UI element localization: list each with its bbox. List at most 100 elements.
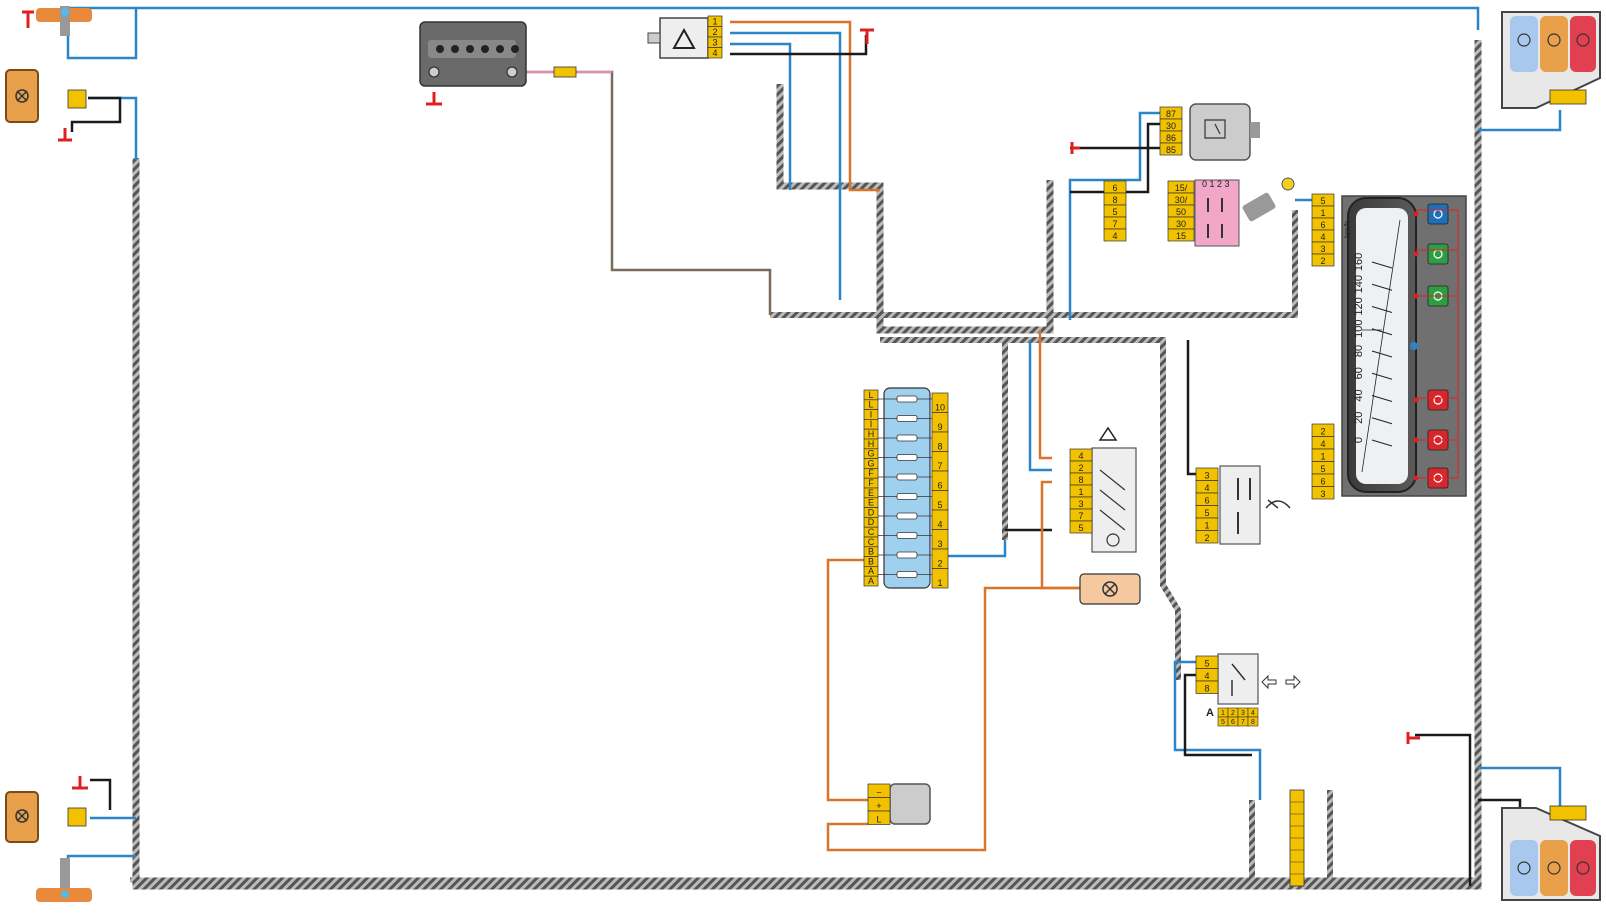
speed-tick-mark (1371, 283, 1393, 291)
bulb-icon (1517, 33, 1531, 47)
pin-label: 2 (1320, 256, 1325, 266)
turn-signal-switch (1217, 653, 1301, 705)
speed-tick-label: 60 (1353, 367, 1365, 379)
cluster-indicators (1413, 203, 1449, 489)
pin-label: 2 (1320, 427, 1325, 437)
turn-arrows-icon (1261, 674, 1301, 690)
pin-label: 9 (937, 422, 942, 432)
pin-label: L (868, 400, 873, 410)
left-side-repeater (5, 69, 87, 123)
indicator-contact (1413, 251, 1419, 257)
pin-label: 5 (1221, 719, 1225, 726)
pin-label: 85 (1166, 145, 1176, 155)
pin-label: 6 (1231, 719, 1235, 726)
pin-label: 3 (1241, 710, 1245, 717)
pin-label: 3 (1320, 489, 1325, 499)
pin-label: E (868, 498, 874, 508)
pin-label: 4 (1112, 231, 1117, 241)
battery (419, 21, 577, 87)
ground-symbol (22, 10, 34, 28)
pin-label: 6 (1320, 220, 1325, 230)
pin-label: L (868, 390, 873, 400)
ground-symbol (426, 92, 442, 106)
pin-label: D (868, 507, 875, 517)
ground-symbol (860, 28, 874, 44)
fuse (896, 551, 918, 559)
connector-pin (1167, 228, 1195, 242)
parking-lights-icon (1427, 243, 1449, 265)
connector-pin (867, 810, 891, 825)
fuse (896, 473, 918, 481)
indicator-glyph (1433, 395, 1443, 405)
harness-bundles (130, 40, 1482, 890)
speed-tick-label: 160 (1353, 253, 1365, 271)
pin-label: A (868, 566, 874, 576)
speed-tick-label: 140 (1353, 275, 1365, 293)
hazard-warning-icon (1098, 426, 1118, 441)
bulb-icon (1547, 33, 1561, 47)
speed-tick-mark (1371, 395, 1393, 402)
ground-symbol (1406, 732, 1420, 744)
pin-label: 6 (1320, 477, 1325, 487)
pin-label: 3 (1078, 499, 1083, 509)
flasher-unit (889, 783, 931, 825)
bulb-icon (15, 809, 29, 823)
pin-label: 15 (1176, 231, 1186, 241)
indicator-contact (1413, 397, 1419, 403)
pin-label: 7 (1078, 511, 1083, 521)
pin-label: H (868, 439, 875, 449)
speed-tick-mark (1371, 417, 1393, 425)
pin-label: 4 (1251, 710, 1255, 717)
speed-tick-label: 0 (1353, 437, 1365, 443)
pin-label: 1 (1320, 208, 1325, 218)
speed-tick-mark (1371, 328, 1393, 336)
pin-label: 1 (1078, 487, 1083, 497)
pin-label: 6 (1112, 183, 1117, 193)
interior-lamp (1079, 573, 1141, 605)
pin-label: 5 (1320, 464, 1325, 474)
pin-label: 1 (1221, 710, 1225, 717)
pin-label: I (870, 409, 873, 419)
pin-label: 5 (1112, 207, 1117, 217)
connector-pin (1195, 530, 1219, 544)
pin-label: 30 (1176, 219, 1186, 229)
speed-tick-label: 40 (1353, 389, 1365, 401)
connector-pin (1195, 680, 1219, 694)
pin-label: C (868, 537, 875, 547)
bulb-icon (1576, 861, 1590, 875)
pin-label: F (868, 478, 874, 488)
pin-label: 10 (935, 403, 945, 413)
signal-wires (66, 6, 1562, 886)
pin-label: 2 (1078, 463, 1083, 473)
fuse (896, 434, 918, 442)
connector-pin (863, 575, 879, 587)
pin-label: 15/ (1175, 183, 1188, 193)
pin-label: 87 (1166, 109, 1176, 119)
pin-label: 5 (937, 500, 942, 510)
relay (1189, 103, 1260, 161)
pin-label: 8 (937, 442, 942, 452)
pin-label: 6 (1204, 496, 1209, 506)
ground-symbols (22, 10, 1522, 822)
pin-label: + (876, 801, 881, 811)
hazard-warning-icon (672, 27, 696, 49)
fuse (896, 415, 918, 422)
pin-label: − (876, 788, 881, 798)
wiper-icon (1265, 499, 1291, 509)
rear-right-lamp (1501, 11, 1601, 109)
fuse (896, 454, 918, 461)
pin-label: 7 (1112, 219, 1117, 229)
speed-tick-mark (1371, 372, 1393, 380)
instrument-cluster: km/h (1341, 195, 1467, 497)
ignition-positions: 0 1 2 3 (1202, 179, 1230, 189)
pin-label: 3 (1204, 471, 1209, 481)
connector-pin (931, 568, 949, 589)
pin-label: 4 (937, 520, 942, 530)
